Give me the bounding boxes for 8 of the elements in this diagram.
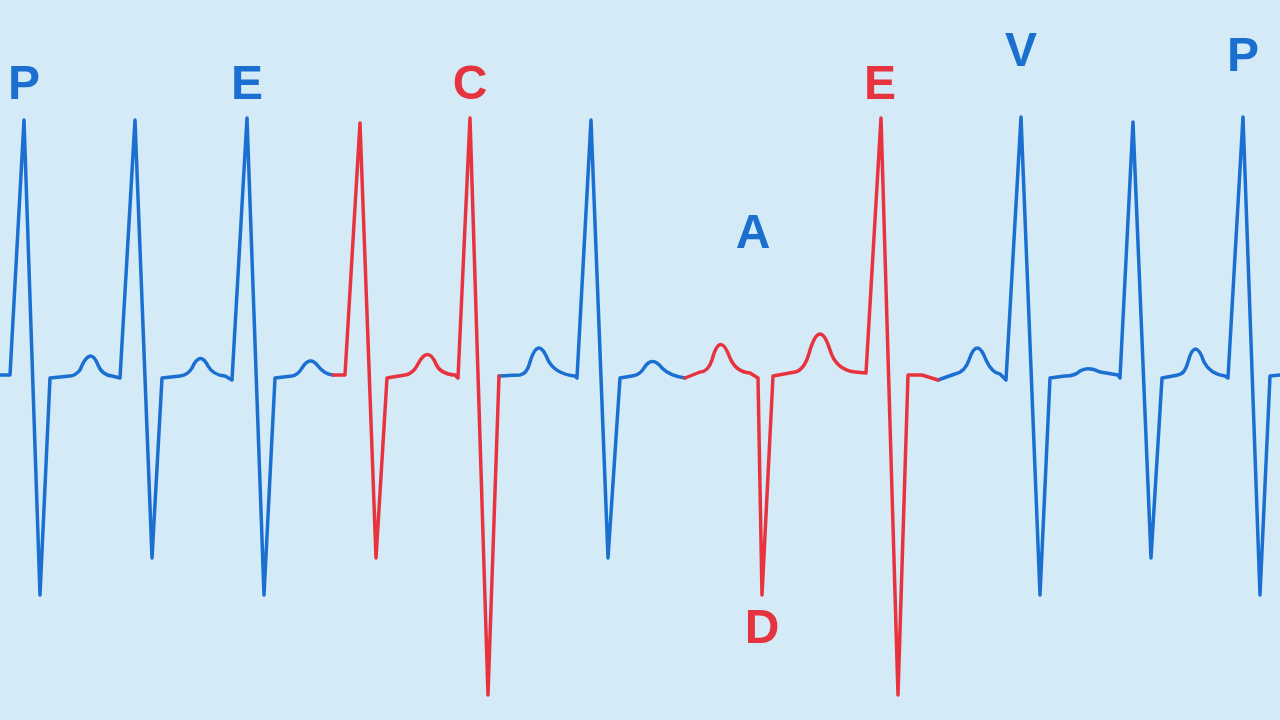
letter-label: V <box>1005 26 1037 74</box>
letter-label: E <box>231 59 263 107</box>
letter-label: E <box>864 59 896 107</box>
letter-label: C <box>452 59 488 107</box>
letter-label: P <box>1227 31 1259 79</box>
letter-label: P <box>8 59 40 107</box>
letter-label: D <box>744 603 780 651</box>
letter-label: A <box>735 208 771 256</box>
